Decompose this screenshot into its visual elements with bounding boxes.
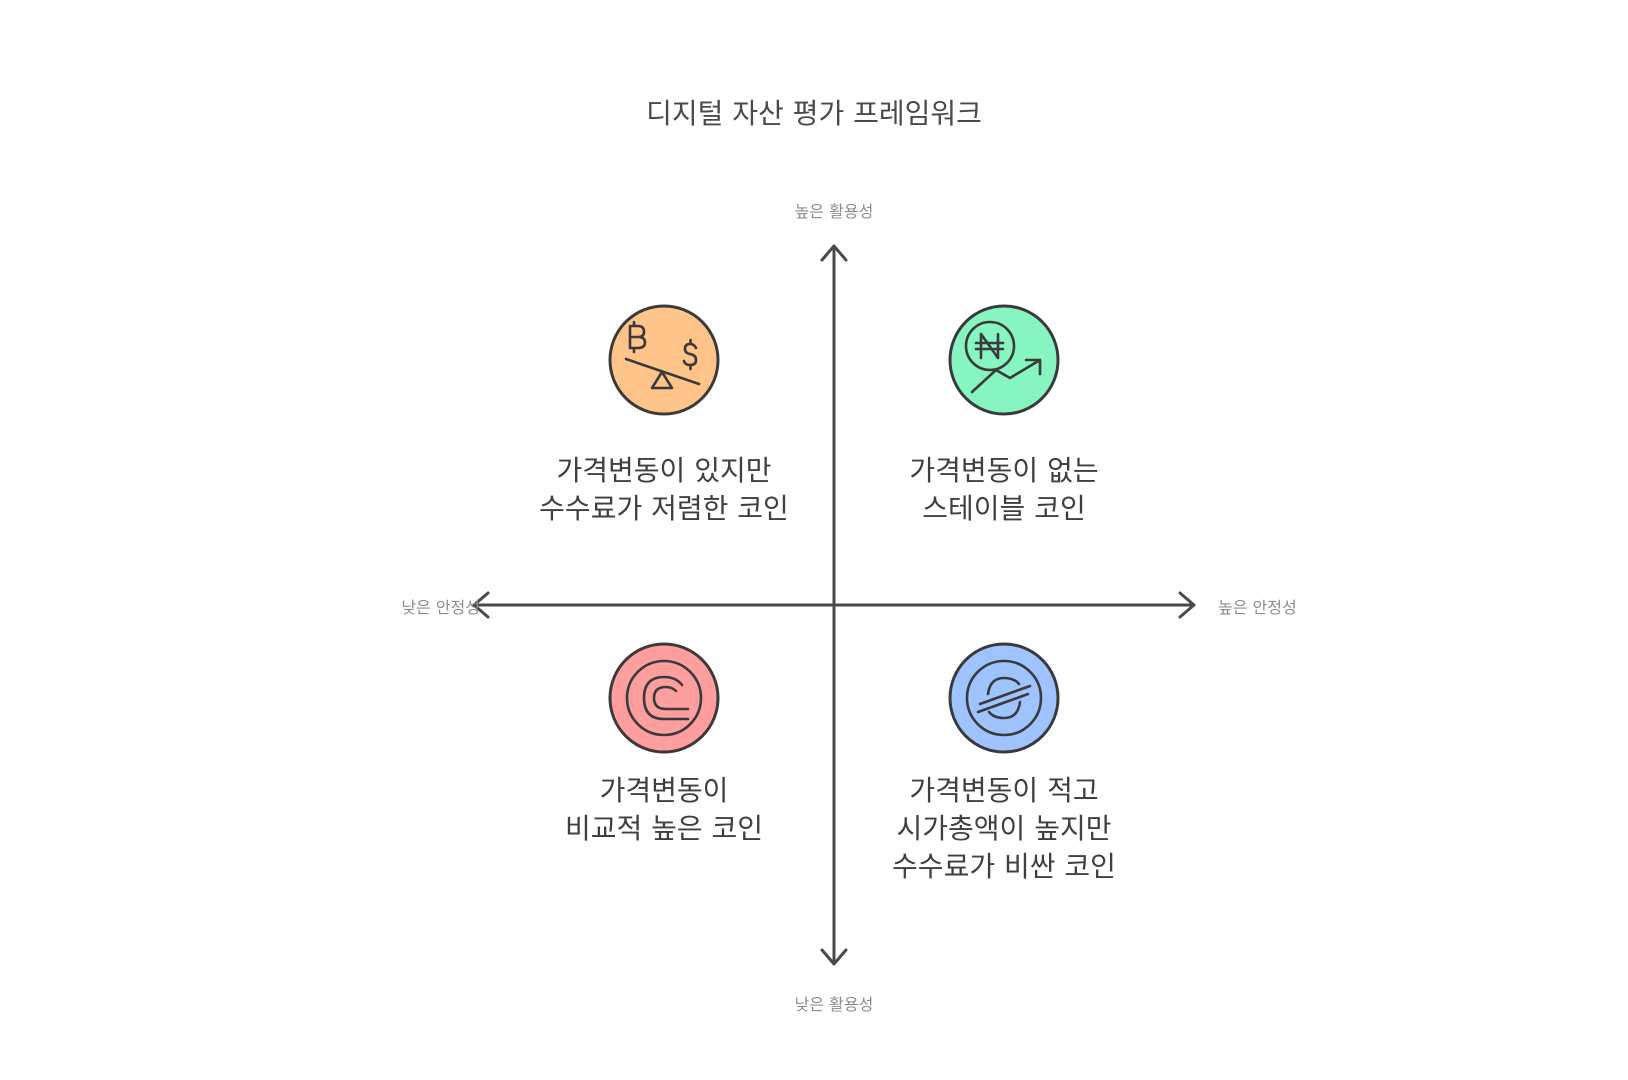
quadrant-bottom-left-label: 가격변동이 비교적 높은 코인 xyxy=(484,772,844,848)
horizontal-axis-right-arrow xyxy=(1178,591,1196,619)
quadrant-top-left-line-2: 수수료가 저렴한 코인 xyxy=(539,492,789,525)
naira-coin-trend-up-icon xyxy=(946,302,1062,418)
bitcoin-dollar-seesaw-icon xyxy=(606,302,722,418)
horizontal-axis-left-arrow xyxy=(472,591,490,619)
coin-symbol-icon xyxy=(606,640,722,756)
axis-label-bottom: 낮은 활용성 xyxy=(794,995,874,1014)
vertical-axis-bottom-arrow xyxy=(820,948,848,966)
quadrant-bottom-left-line-1: 가격변동이 xyxy=(599,774,729,807)
quadrant-bottom-right-line-3: 수수료가 비싼 코인 xyxy=(892,850,1116,883)
quadrant-top-right-label: 가격변동이 없는 스테이블 코인 xyxy=(824,452,1184,528)
vertical-axis-top-arrow xyxy=(820,244,848,262)
quadrant-top-right-line-2: 스테이블 코인 xyxy=(922,492,1086,525)
quadrant-top-left-label: 가격변동이 있지만 수수료가 저렴한 코인 xyxy=(484,452,844,528)
quadrant-bottom-right-line-2: 시가총액이 높지만 xyxy=(896,812,1112,845)
axis-label-left: 낮은 안정성 xyxy=(401,598,480,617)
quadrant-bottom-right-line-1: 가격변동이 적고 xyxy=(909,774,1099,807)
axis-label-top: 높은 활용성 xyxy=(794,202,874,221)
quadrant-top-right-line-1: 가격변동이 없는 xyxy=(909,454,1099,487)
stellar-coin-icon xyxy=(946,640,1062,756)
quadrant-bottom-right-label: 가격변동이 적고 시가총액이 높지만 수수료가 비싼 코인 xyxy=(824,772,1184,886)
axis-label-right: 높은 안정성 xyxy=(1218,598,1297,617)
quadrant-bottom-left-line-2: 비교적 높은 코인 xyxy=(564,812,764,845)
diagram-title: 디지털 자산 평가 프레임워크 xyxy=(646,97,982,130)
quadrant-top-left-line-1: 가격변동이 있지만 xyxy=(556,454,772,487)
